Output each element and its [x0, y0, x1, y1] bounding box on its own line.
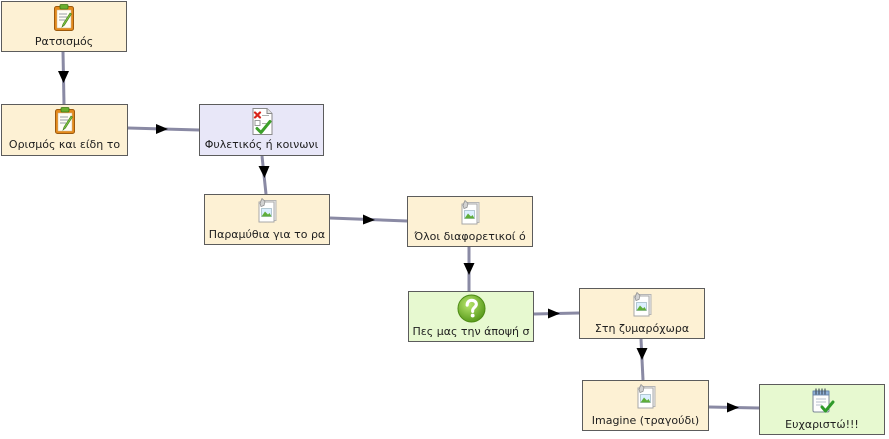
arrowhead	[258, 166, 270, 178]
arrowhead	[727, 402, 739, 413]
connector-arrow	[58, 51, 69, 105]
connector-arrow	[463, 247, 475, 291]
node-label: Ορισμός και είδη το	[8, 138, 121, 151]
clipboard-icon	[2, 4, 126, 33]
connector-arrow	[533, 308, 580, 319]
node-label: Παραμύθια για το ρα	[208, 228, 326, 241]
node-label: Ρατσισμός	[34, 35, 94, 48]
connector-arrow	[258, 155, 270, 195]
quiz-checklist-icon	[200, 107, 323, 136]
resource-node-zymarochora[interactable]: Στη ζυμαρόχωρα	[579, 288, 705, 339]
node-label: Ευχαριστώ!!!	[785, 418, 859, 431]
node-label: Πες μας την άποψή σ	[412, 325, 530, 338]
image-document-icon	[205, 197, 329, 226]
arrowhead	[548, 308, 560, 319]
question-icon	[409, 294, 533, 323]
notepad-check-icon	[760, 387, 884, 416]
quiz-node-racial-or-social[interactable]: Φυλετικός ή κοινωνι	[199, 104, 324, 156]
connector-arrow	[708, 402, 760, 413]
arrowhead	[363, 214, 375, 225]
node-label: Όλοι διαφορετικοί ό	[414, 230, 526, 243]
arrowhead	[636, 348, 648, 360]
clipboard-icon	[2, 107, 127, 136]
image-document-icon	[408, 199, 532, 228]
node-label: Imagine (τραγούδι)	[591, 414, 700, 427]
connector-arrow	[127, 124, 200, 134]
node-label: Φυλετικός ή κοινωνι	[204, 138, 319, 151]
arrowhead	[463, 263, 475, 275]
node-label: Στη ζυμαρόχωρα	[594, 322, 690, 335]
arrowhead	[58, 71, 69, 83]
resource-node-imagine-song[interactable]: Imagine (τραγούδι)	[582, 380, 709, 431]
image-document-icon	[580, 291, 704, 320]
activity-node-definition[interactable]: Ορισμός και είδη το	[1, 104, 128, 156]
resource-node-fairy-tales[interactable]: Παραμύθια για το ρα	[204, 194, 330, 245]
connector-arrow	[636, 338, 648, 381]
arrowhead	[156, 124, 168, 134]
end-node-thank-you[interactable]: Ευχαριστώ!!!	[759, 384, 885, 435]
activity-node-ratsismos[interactable]: Ρατσισμός	[1, 1, 127, 52]
question-node-your-opinion[interactable]: Πες μας την άποψή σ	[408, 291, 534, 342]
image-document-icon	[583, 383, 708, 412]
resource-node-all-different[interactable]: Όλοι διαφορετικοί ό	[407, 196, 533, 247]
connector-arrow	[329, 214, 408, 225]
